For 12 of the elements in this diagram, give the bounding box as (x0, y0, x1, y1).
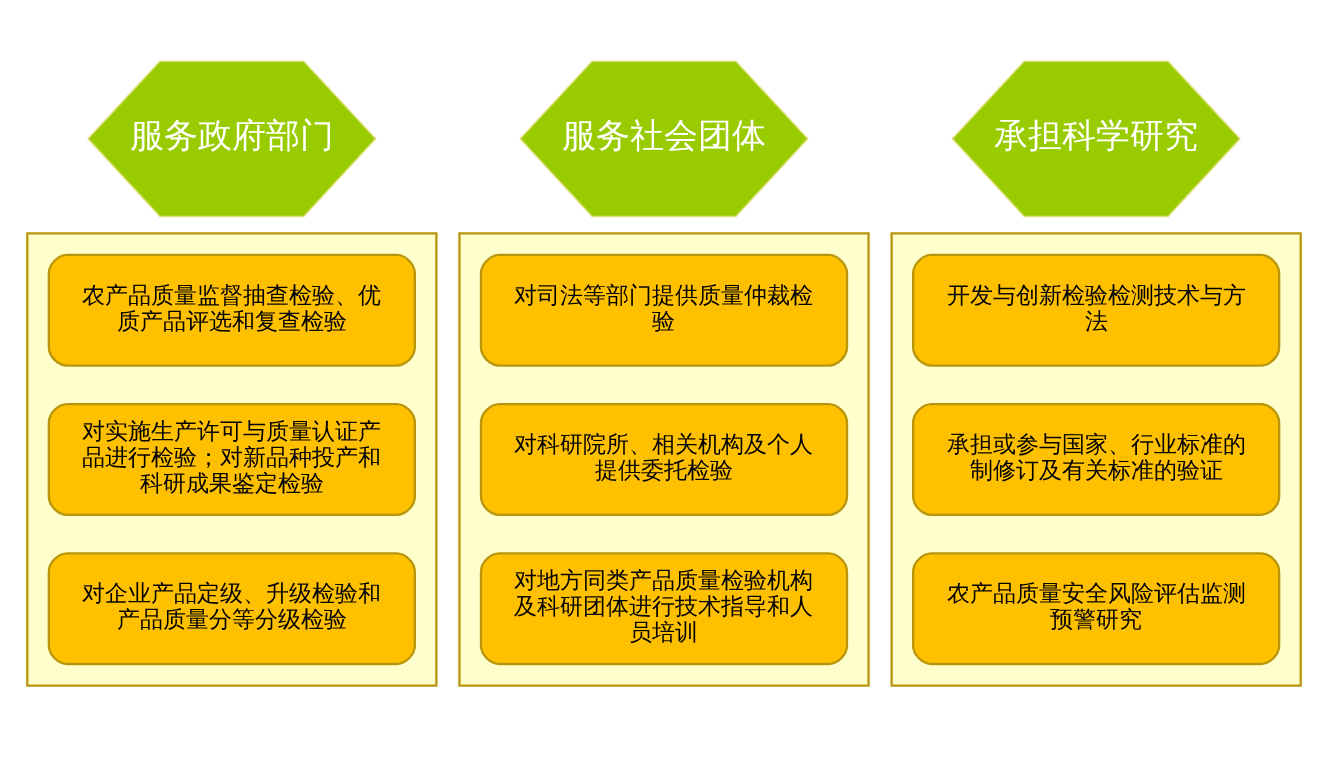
node-box: 承担或参与国家、行业标准的制修订及有关标准的验证 (912, 402, 1281, 516)
node-box: 对司法等部门提供质量仲裁检验 (479, 253, 849, 367)
node-box: 对科研院所、相关机构及个人提供委托检验 (479, 402, 849, 516)
node-box: 农产品质量监督抽查检验、优质产品评选和复查检验 (47, 253, 416, 367)
cluster (890, 231, 1302, 687)
node-box: 农产品质量安全风险评估监测预警研究 (912, 551, 1281, 665)
node-box: 对企业产品定级、升级检验和产品质量分等分级检验 (47, 551, 416, 665)
cluster (458, 231, 870, 687)
node-box: 对地方同类产品质量检验机构及科研团体进行技术指导和人员培训 (479, 551, 849, 665)
node-box: 对实施生产许可与质量认证产品进行检验；对新品种投产和科研成果鉴定检验 (47, 402, 416, 516)
node-box: 开发与创新检验检测技术与方法 (912, 253, 1281, 367)
cluster (26, 231, 438, 687)
